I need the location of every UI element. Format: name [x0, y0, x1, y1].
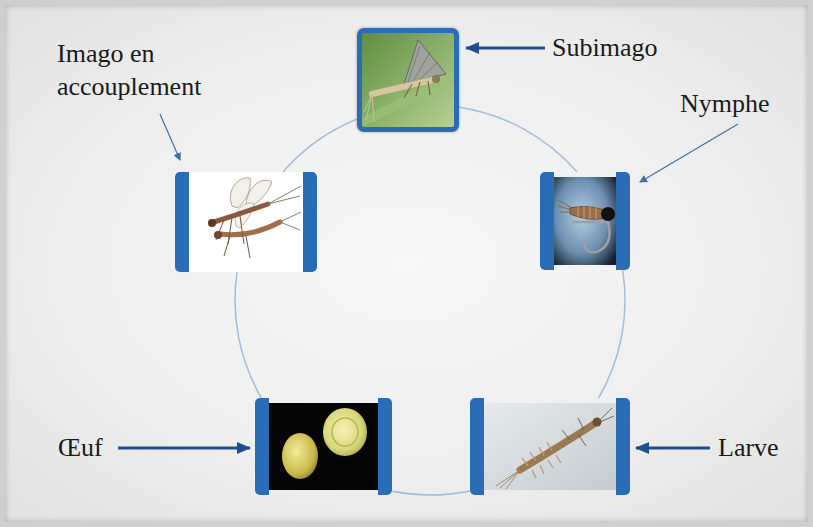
cycle-arc [235, 272, 261, 398]
stage-label: Larve [718, 432, 779, 465]
stage-frame: Nymphe [540, 172, 630, 270]
stage-label: Œuf [58, 432, 103, 465]
larva [484, 403, 616, 490]
pointer-arrow [636, 447, 710, 450]
nymph-fly-pattern [554, 177, 616, 265]
stage-label: Subimago [552, 32, 657, 65]
subimago-mayfly [362, 33, 454, 127]
stage-frame: Œuf [255, 398, 392, 495]
mating-mayflies [189, 172, 303, 272]
pointer-arrow [118, 447, 250, 450]
eggs [269, 403, 378, 490]
cycle-arc [459, 107, 577, 172]
cycle-arc [392, 491, 470, 495]
pointer-arrow [160, 114, 180, 160]
stage-label: Nymphe [680, 88, 770, 121]
stage-frame: Imago en accouplement [175, 172, 317, 272]
stage-frame: Larve [470, 398, 630, 495]
cycle-arc [283, 119, 357, 172]
pointer-arrow [466, 47, 545, 50]
stage-label: Imago en accouplement [57, 38, 227, 103]
cycle-arc [599, 270, 625, 398]
pointer-arrow [640, 124, 738, 182]
stage-frame: Subimago [357, 28, 459, 132]
